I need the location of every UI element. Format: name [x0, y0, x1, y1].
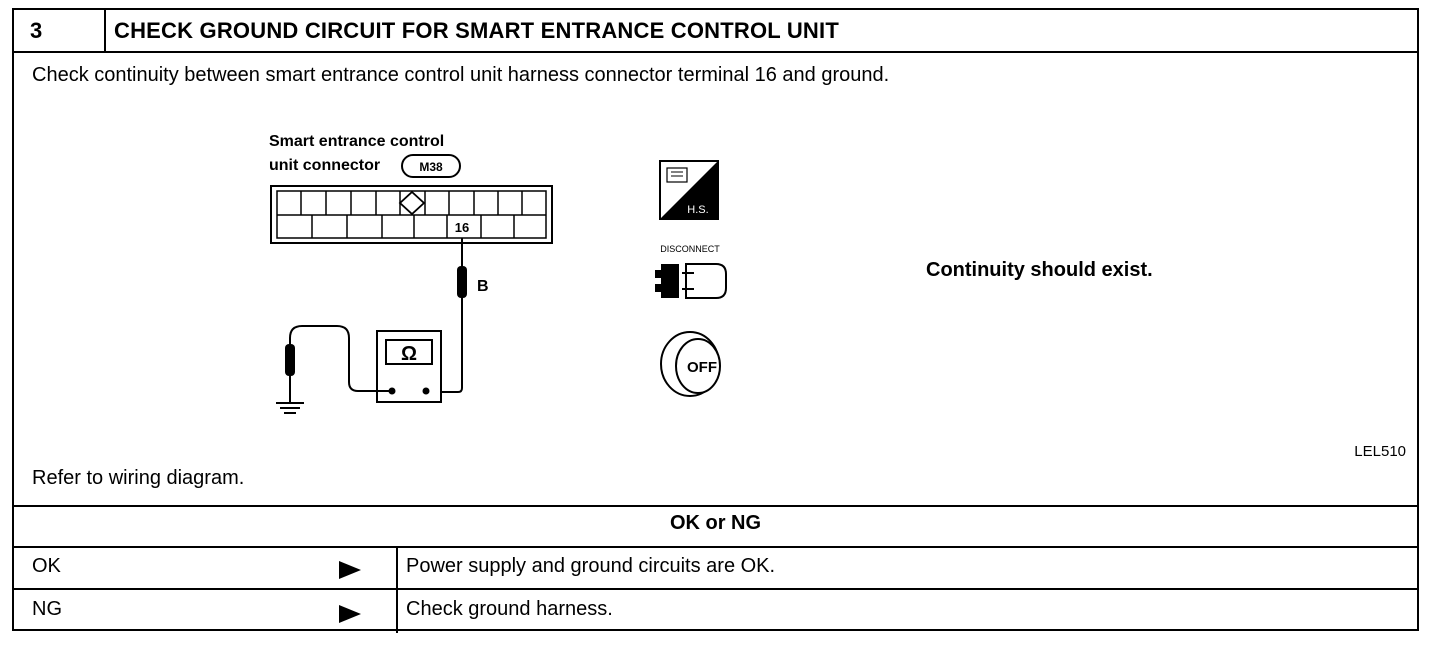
connector-id-badge: M38	[401, 154, 461, 178]
connector-id: M38	[419, 160, 443, 174]
ignition-off-icon: OFF	[660, 331, 721, 397]
divider	[14, 505, 1417, 507]
hs-label: H.S.	[687, 204, 708, 216]
disconnect-icon: DISCONNECT	[655, 244, 727, 299]
ohm-symbol: Ω	[401, 343, 417, 365]
connector-label-line2: unit connector	[269, 157, 380, 174]
decision-prompt: OK or NG	[669, 512, 762, 534]
outcome-action-ng: Check ground harness.	[406, 598, 613, 620]
connector-key-icon	[398, 190, 426, 216]
probe-ground	[285, 325, 392, 402]
column-divider	[396, 546, 398, 633]
procedure-frame: 3 CHECK GROUND CIRCUIT FOR SMART ENTRANC…	[12, 8, 1419, 633]
outcome-label-ng: NG	[32, 598, 62, 620]
terminal-16-label: 16	[455, 220, 469, 235]
ground-symbol-icon	[276, 402, 304, 414]
connector-face: 16	[270, 185, 553, 244]
refer-text: Refer to wiring diagram.	[32, 467, 245, 489]
figure-code: LEL510	[1354, 443, 1406, 460]
arrow-right-icon	[339, 605, 361, 623]
instruction-text: Check continuity between smart entrance …	[32, 64, 890, 86]
arrow-right-icon	[339, 561, 361, 579]
probe-b	[428, 238, 467, 393]
outcome-label-ok: OK	[32, 555, 61, 577]
step-number: 3	[14, 10, 106, 51]
divider	[14, 546, 1417, 548]
harness-side-icon: H.S.	[659, 160, 719, 220]
connector-label-line1: Smart entrance control	[269, 133, 444, 150]
result-text: Continuity should exist.	[926, 259, 1153, 281]
step-header: 3 CHECK GROUND CIRCUIT FOR SMART ENTRANC…	[14, 10, 1417, 53]
continuity-diagram: Smart entrance control unit connector M3…	[269, 133, 1406, 460]
step-title: CHECK GROUND CIRCUIT FOR SMART ENTRANCE …	[114, 18, 839, 43]
off-label: OFF	[687, 359, 717, 376]
outcome-action-ok: Power supply and ground circuits are OK.	[406, 555, 776, 577]
divider	[14, 588, 1417, 590]
disconnect-label: DISCONNECT	[660, 244, 720, 254]
wire-color-label: B	[477, 278, 489, 295]
